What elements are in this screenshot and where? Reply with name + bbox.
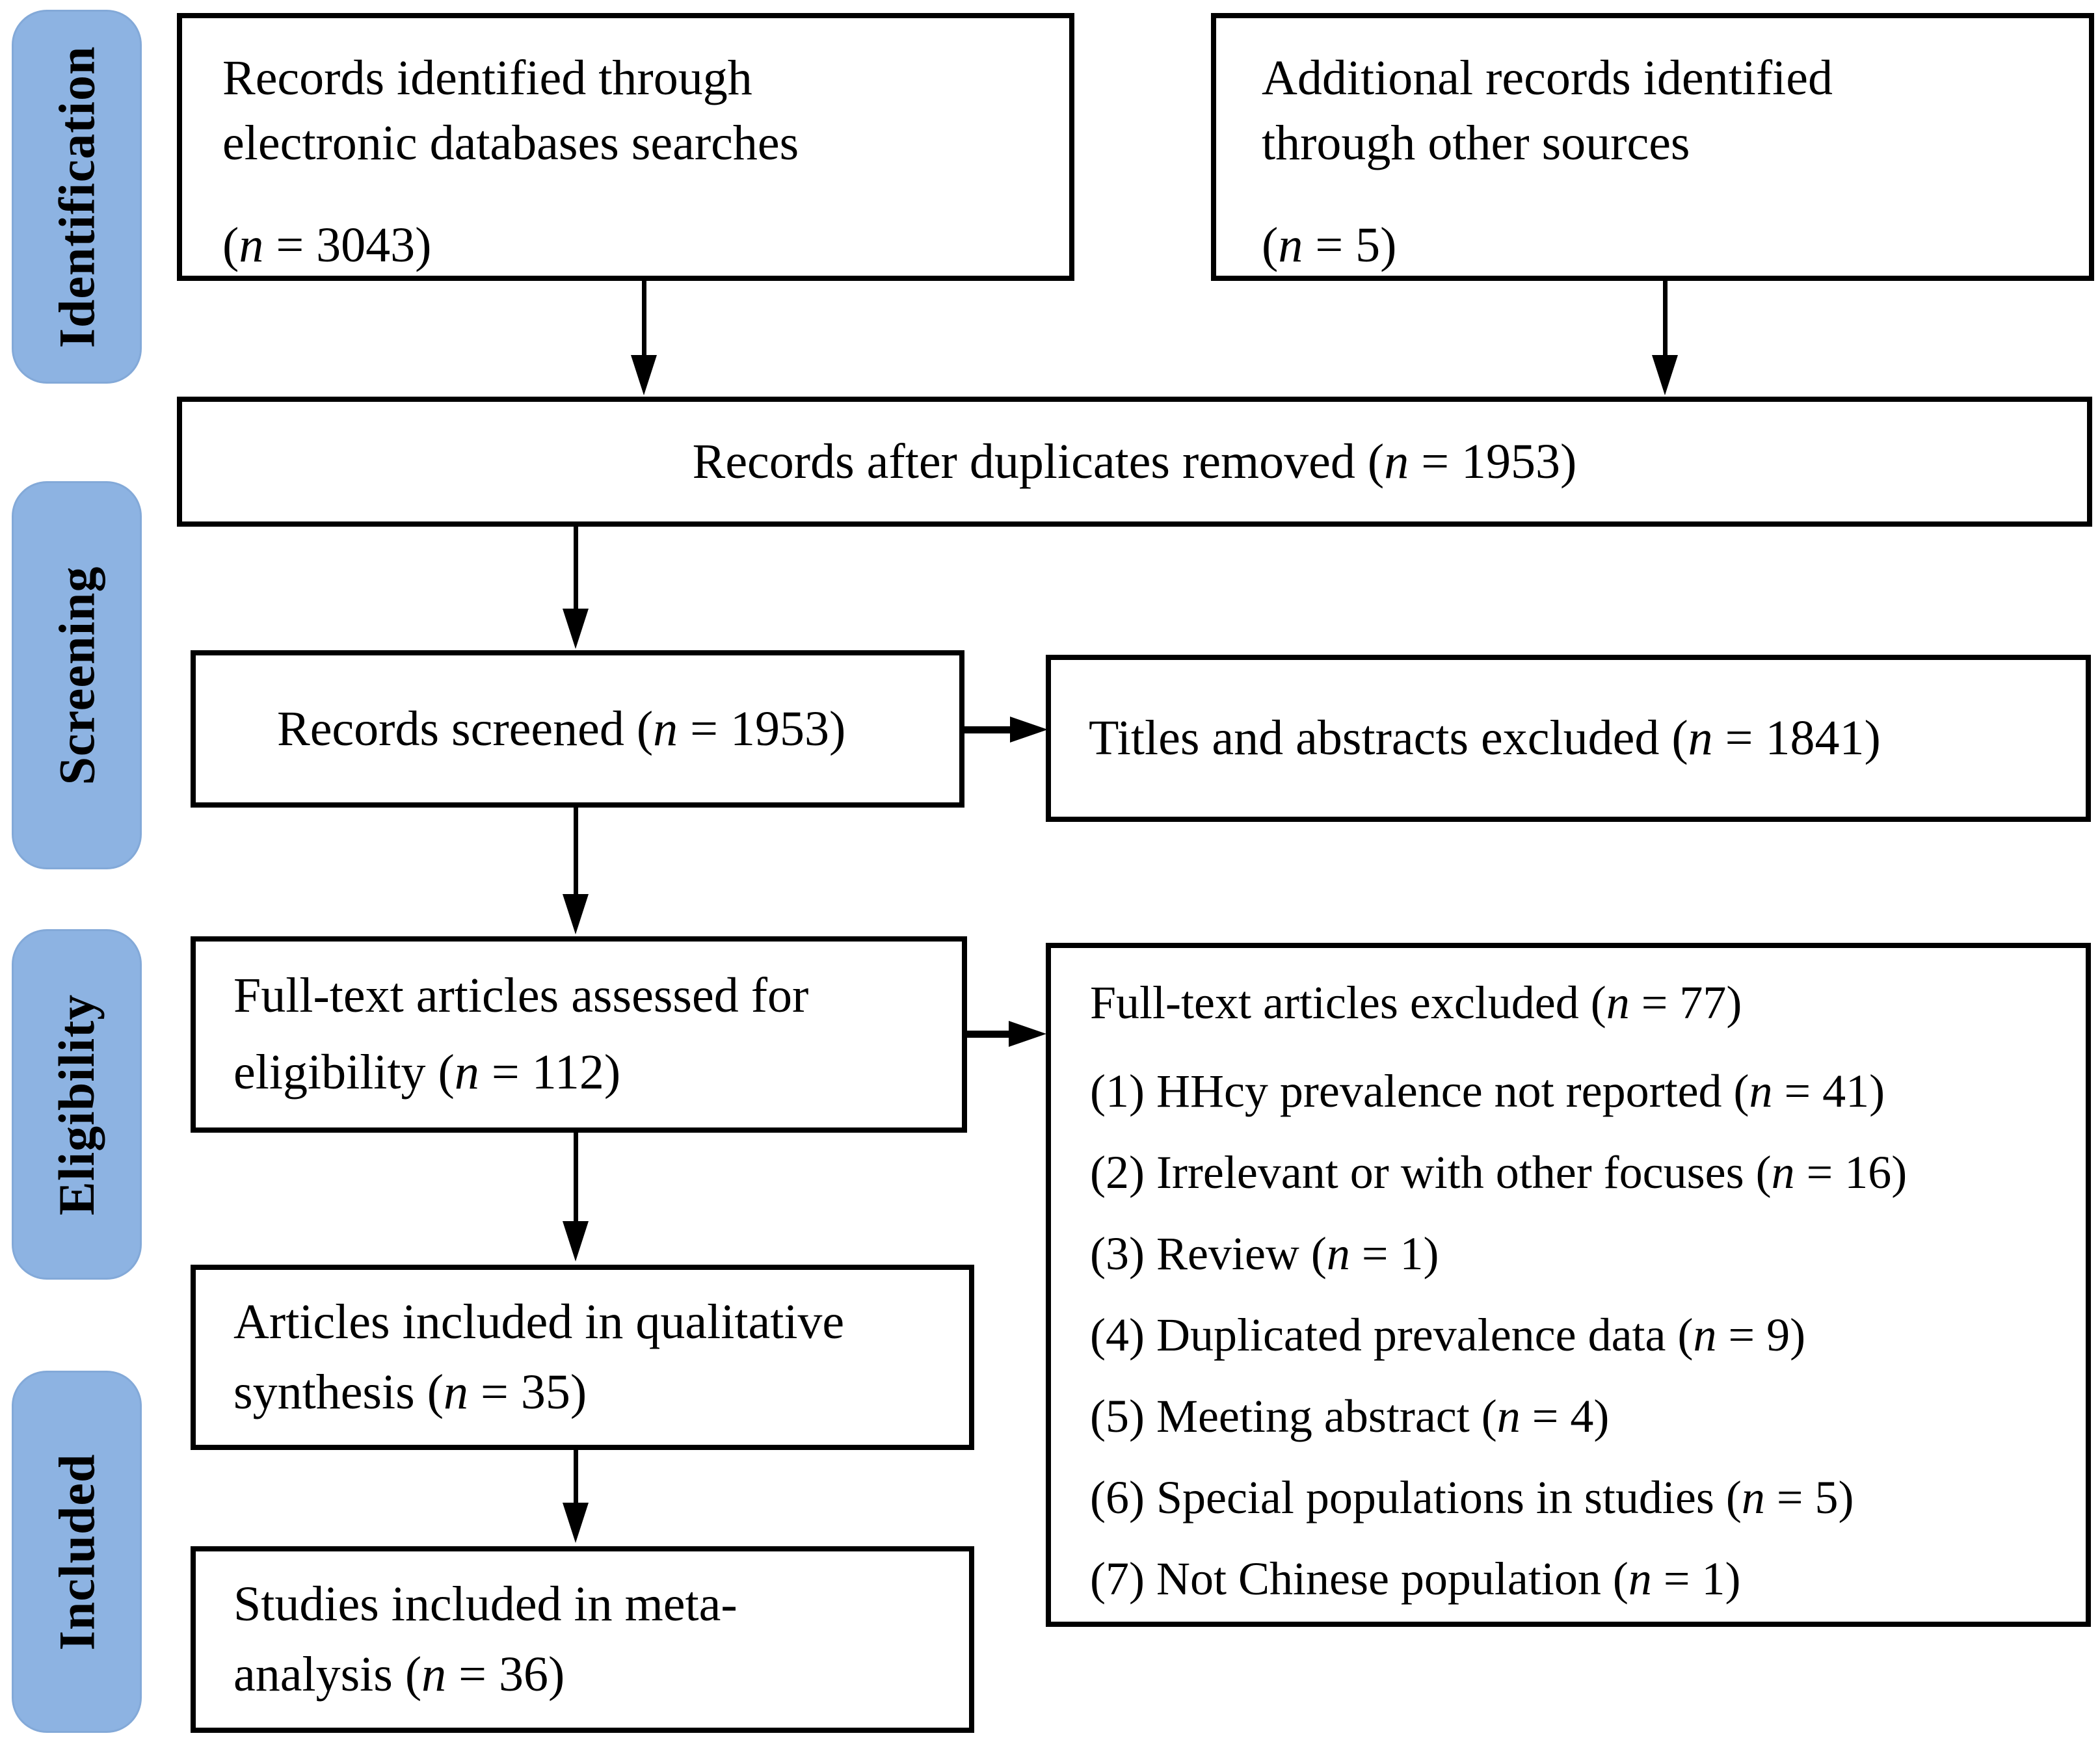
box-count: (n = 5) [1262,217,1397,272]
stage-label-text: Identification [48,46,105,348]
exclusion-reason: (2) Irrelevant or with other focuses (n … [1090,1146,1907,1198]
box-records-after-duplicates: Records after duplicates removed (n = 19… [177,397,2092,527]
box-additional-records: Additional records identified through ot… [1211,13,2094,281]
box-text-line: through other sources [1262,116,1690,171]
stage-label-screening: Screening [12,481,142,869]
box-qualitative-synthesis: Articles included in qualitative synthes… [191,1265,974,1450]
box-text-line: Records screened (n = 1953) [277,701,846,756]
stage-label-eligibility: Eligibility [12,929,142,1280]
exclusion-header: Full-text articles excluded (n = 77) [1090,977,1742,1029]
box-text-line: Records identified through [222,51,752,105]
box-records-identified: Records identified through electronic da… [177,13,1074,281]
box-text-line: Articles included in qualitative [233,1294,845,1349]
box-titles-abstracts-excluded: Titles and abstracts excluded (n = 1841) [1046,655,2091,822]
box-text-line: electronic databases searches [222,116,799,171]
exclusion-reason: (7) Not Chinese population (n = 1) [1090,1553,1741,1605]
box-text-line: analysis (n = 36) [233,1646,565,1702]
stage-label-identification: Identification [12,10,142,384]
exclusion-reason: (5) Meeting abstract (n = 4) [1090,1390,1610,1442]
box-records-screened: Records screened (n = 1953) [191,650,964,808]
box-text-line: Full-text articles assessed for [233,968,809,1023]
exclusion-reason: (4) Duplicated prevalence data (n = 9) [1090,1309,1806,1361]
box-text-line: eligibility (n = 112) [233,1045,621,1100]
exclusion-reason: (6) Special populations in studies (n = … [1090,1471,1854,1523]
box-count: (n = 3043) [222,217,432,272]
exclusion-reason: (3) Review (n = 1) [1090,1228,1439,1280]
exclusion-reason: (1) HHcy prevalence not reported (n = 41… [1090,1065,1885,1117]
box-text-line: Records after duplicates removed (n = 19… [692,434,1577,489]
stage-label-text: Included [48,1453,105,1650]
box-fulltext-excluded: Full-text articles excluded (n = 77) (1)… [1046,943,2091,1627]
box-text-line: synthesis (n = 35) [233,1364,587,1419]
box-text-line: Additional records identified [1262,51,1833,105]
stage-label-text: Eligibility [48,994,105,1215]
box-text-line: Studies included in meta- [233,1576,738,1631]
stage-label-text: Screening [48,566,105,785]
stage-label-included: Included [12,1371,142,1733]
box-text-line: Titles and abstracts excluded (n = 1841) [1089,711,1881,766]
box-fulltext-assessed: Full-text articles assessed for eligibil… [191,936,967,1133]
box-meta-analysis: Studies included in meta- analysis (n = … [191,1546,974,1733]
